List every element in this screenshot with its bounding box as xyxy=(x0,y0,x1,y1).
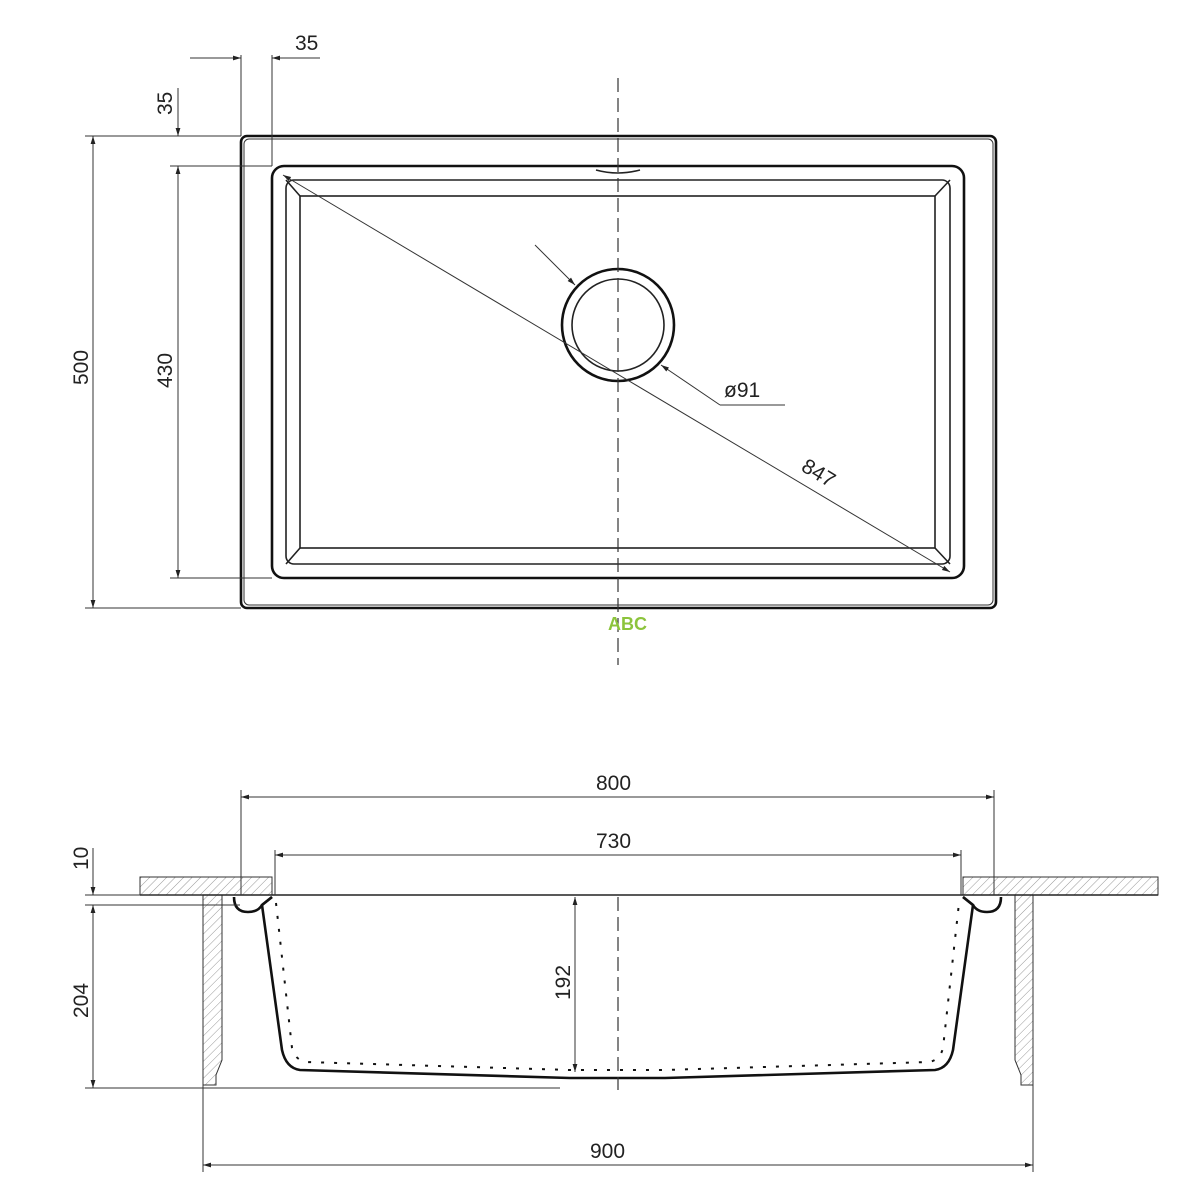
dim-192: 192 xyxy=(552,965,575,1000)
dim-10: 10 xyxy=(70,847,93,870)
dim-730: 730 xyxy=(596,830,631,853)
diagonal-dimension xyxy=(282,174,951,573)
dim-35-top: 35 xyxy=(154,92,177,115)
section-view: 800 730 900 10 204 192 xyxy=(70,772,1159,1172)
dim-35-side: 35 xyxy=(295,32,318,55)
dim-900: 900 xyxy=(590,1140,625,1163)
dim-drain: ø91 xyxy=(724,379,760,402)
overflow-icon xyxy=(595,169,641,174)
dim-430: 430 xyxy=(154,353,177,388)
watermark: ABC xyxy=(608,614,647,634)
dim-847: 847 xyxy=(797,455,839,493)
top-view: 847 ø91 500 430 35 35 ABC xyxy=(70,32,998,665)
dim-500: 500 xyxy=(70,350,93,385)
dim-204: 204 xyxy=(70,983,93,1018)
dim-800: 800 xyxy=(596,772,631,795)
